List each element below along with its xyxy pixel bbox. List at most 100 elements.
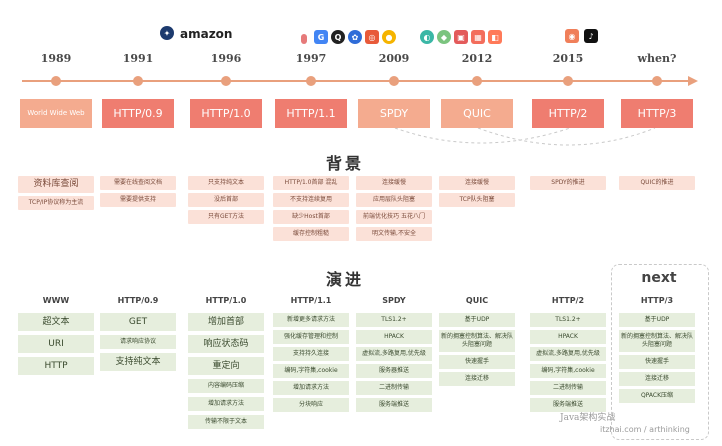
evolution-column: 超文本 URI HTTP — [18, 313, 94, 375]
timeline-dot — [306, 76, 316, 86]
evolution-item: 超文本 — [18, 313, 94, 331]
year-label: 1997 — [295, 52, 327, 65]
evolution-item: 快速握手 — [619, 355, 695, 369]
timeline-arrowhead — [688, 76, 698, 86]
watermark-url: itzhai.com / arthinking — [600, 425, 690, 434]
background-column: 只支持纯文本没后首部只有GET方法 — [188, 176, 264, 224]
timeline-dot — [652, 76, 662, 86]
evolution-item: HPACK — [356, 330, 432, 344]
app-icon-6: ◉ — [565, 29, 579, 43]
next-label: next — [641, 270, 677, 286]
background-item: 连接缓慢 — [356, 176, 432, 190]
evolution-item: 传输不限于文本 — [188, 415, 264, 429]
evolution-item: 增加首部 — [188, 313, 264, 331]
evolution-heading: HTTP/3 — [640, 296, 674, 305]
background-item: 需要在线查阅文档 — [100, 176, 176, 190]
evolution-item: 请求响应协议 — [100, 335, 176, 349]
timeline-dot — [221, 76, 231, 86]
year-label: 2015 — [552, 52, 584, 65]
background-item: TCP/IP协议称为主流 — [18, 196, 94, 210]
evolution-heading: HTTP/2 — [551, 296, 585, 305]
background-item: 连接缓慢 — [439, 176, 515, 190]
evolution-item: QPACK压缩 — [619, 389, 695, 403]
background-item: 明文传输,不安全 — [356, 227, 432, 241]
app-icon-3: ▣ — [454, 30, 468, 44]
year-label: 1989 — [40, 52, 72, 65]
evolution-item: URI — [18, 335, 94, 353]
baidu-icon: ✿ — [348, 30, 362, 44]
evolution-column: 增加首部响应状态码重定向内容编码压缩增加请求方法传输不限于文本 — [188, 313, 264, 429]
background-column: 需要在线查阅文档需要提供支持 — [100, 176, 176, 207]
background-item: 只有GET方法 — [188, 210, 264, 224]
evolution-item: 虚拟流,多路复用,优先级 — [356, 347, 432, 361]
evolution-item: 编码,字符集,cookie — [530, 364, 606, 378]
evolution-item: 虚拟流,多路复用,优先级 — [530, 347, 606, 361]
qq-icon: Q — [331, 30, 345, 44]
evolution-heading: HTTP/0.9 — [117, 296, 159, 305]
google-icon: G — [314, 30, 328, 44]
background-column: SPDY的推进 — [530, 176, 606, 190]
background-column: HTTP/1.0首部 混乱不支持连续复用缺少Host首部缓存控制粗糙 — [273, 176, 349, 241]
protocol-box: QUIC — [441, 99, 513, 128]
year-label: 2009 — [378, 52, 410, 65]
evolution-item: 新的拥塞控制算法、解决队头阻塞问题 — [439, 330, 515, 352]
year-label: when? — [637, 52, 677, 65]
evolution-item: TLS1.2+ — [356, 313, 432, 327]
year-label: 1996 — [210, 52, 242, 65]
evolution-item: HPACK — [530, 330, 606, 344]
background-item: 不支持连续复用 — [273, 193, 349, 207]
background-item: 应用层队头阻塞 — [356, 193, 432, 207]
background-item: HTTP/1.0首部 混乱 — [273, 176, 349, 190]
evolution-item: 连接迁移 — [619, 372, 695, 386]
weibo-icon: ◎ — [365, 30, 379, 44]
timeline-dot — [389, 76, 399, 86]
tiktok-icon: ♪ — [584, 29, 598, 43]
app-icon-1: ◐ — [420, 30, 434, 44]
evolution-item: 内容编码压缩 — [188, 379, 264, 393]
evolution-item: 编码,字符集,cookie — [273, 364, 349, 378]
protocol-box: SPDY — [358, 99, 430, 128]
chrome-icon: ● — [382, 30, 396, 44]
background-item: QUIC的推进 — [619, 176, 695, 190]
background-item: 只支持纯文本 — [188, 176, 264, 190]
app-icon-2: ◆ — [437, 30, 451, 44]
flag-icon — [301, 34, 307, 44]
timeline-dot — [51, 76, 61, 86]
protocol-box: HTTP/0.9 — [102, 99, 174, 128]
nasa-icon: ✦ — [160, 26, 174, 40]
next-frame — [611, 264, 709, 440]
background-item: 没后首部 — [188, 193, 264, 207]
evolution-heading: HTTP/1.1 — [290, 296, 332, 305]
evolution-heading: HTTP/1.0 — [205, 296, 247, 305]
background-item: 资料库查阅 — [18, 176, 94, 193]
protocol-box: HTTP/2 — [532, 99, 604, 128]
evolution-item: 新的拥塞控制算法、解决队头阻塞问题 — [619, 330, 695, 352]
evolution-item: 响应状态码 — [188, 335, 264, 353]
spdy-to-http2-arrow — [394, 127, 571, 144]
quic-to-http3-arrow — [477, 127, 656, 146]
evolution-item: 二进制传输 — [356, 381, 432, 395]
evolution-item: HTTP — [18, 357, 94, 375]
evolution-item: 支持持久连接 — [273, 347, 349, 361]
evolution-item: 增加请求方法 — [188, 397, 264, 411]
evolution-item: 基于UDP — [439, 313, 515, 327]
watermark: Java架构实战 — [560, 413, 616, 423]
section-title-background: 背景 — [326, 154, 365, 173]
evolution-item: TLS1.2+ — [530, 313, 606, 327]
evolution-item: 重定向 — [188, 357, 264, 375]
background-item: SPDY的推进 — [530, 176, 606, 190]
timeline-dot — [563, 76, 573, 86]
background-item: 缺少Host首部 — [273, 210, 349, 224]
year-label: 1991 — [122, 52, 154, 65]
evolution-item: 服务端推送 — [356, 398, 432, 412]
evolution-heading: SPDY — [382, 296, 406, 305]
background-item: 前端优化技巧 五花八门 — [356, 210, 432, 224]
app-icon-4: ▦ — [471, 30, 485, 44]
evolution-item: 强化缓存管理和控制 — [273, 330, 349, 344]
timeline-dot — [472, 76, 482, 86]
